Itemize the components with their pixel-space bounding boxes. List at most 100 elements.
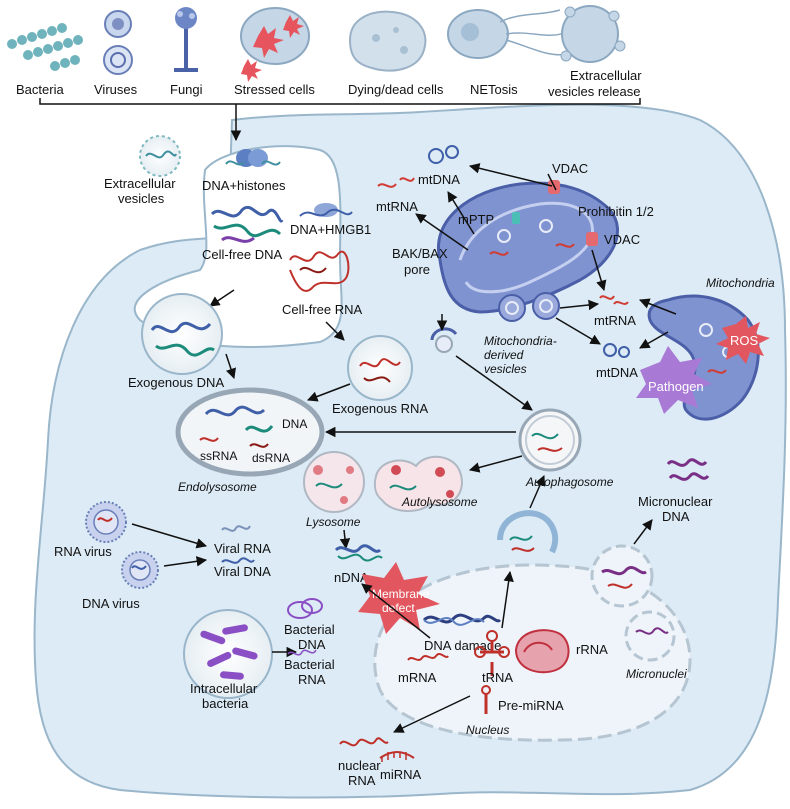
membrane-defect-l2: defect — [382, 601, 415, 615]
source-extracellular: Extracellular — [570, 68, 642, 83]
arrow-exo-dna-down — [225, 353, 236, 379]
micronuclei-label: Micronuclei — [626, 667, 687, 681]
mitochondrion-main — [437, 180, 620, 314]
mdv-label-l1: Mitochondria- — [484, 334, 557, 348]
micronuclear-dna-l1: Micronuclear — [638, 494, 713, 509]
ev-release-icon — [560, 5, 626, 63]
arrow-micronuclei-up — [633, 519, 653, 545]
mtdna-right-label: mtDNA — [596, 365, 638, 380]
autophagosome-label: Autophagosome — [525, 475, 614, 489]
source-bacteria: Bacteria — [16, 82, 64, 97]
dna-virus-icon — [121, 551, 159, 589]
fungi-icon — [174, 7, 198, 72]
lysosome-organelle — [303, 451, 365, 513]
ndna-icon — [334, 544, 383, 562]
arrow-vdac-top — [468, 163, 553, 187]
autophagosome-organelle — [518, 408, 582, 472]
cell-free-dna-label: Cell-free DNA — [202, 247, 283, 262]
arrow-vdac-to-mtdna — [547, 173, 557, 191]
pre-mirna-label: Pre-miRNA — [498, 698, 564, 713]
exogenous-dna-vesicle — [141, 293, 223, 375]
mtdna-top-label: mtDNA — [418, 172, 460, 187]
mirna-label: miRNA — [380, 767, 421, 782]
intracellular-bacteria-l1: Intracellular — [190, 681, 258, 696]
source-vesicles-release: vesicles release — [548, 84, 641, 99]
ros-burst — [716, 316, 770, 364]
viruses-icon — [103, 10, 133, 75]
vdac-top-label: VDAC — [552, 161, 588, 176]
arrow-pocket-to-exo-rna — [325, 321, 345, 341]
exogenous-rna-vesicle — [347, 335, 413, 401]
arrow-dna-damage-to-ndna — [361, 583, 431, 639]
cell-free-dna-icon — [210, 206, 284, 243]
exogenous-dna-label: Exogenous DNA — [128, 375, 224, 390]
pre-mirna-icon — [481, 685, 491, 714]
micronucleus-secondary — [624, 610, 676, 662]
mtdna-right-icon — [603, 343, 630, 358]
bacterial-rna-l1: Bacterial — [284, 657, 335, 672]
stressed-cells-icon — [240, 7, 310, 82]
intracellular-bacteria-vesicle — [183, 609, 273, 699]
intracellular-bacteria-l2: bacteria — [202, 696, 249, 711]
arrow-mdv-to-autophagosome — [455, 355, 533, 411]
viral-dna-icon — [221, 557, 255, 564]
endolysosome-dna: DNA — [282, 417, 307, 431]
arrow-autophagosome-to-autolysosome — [468, 455, 523, 473]
extracellular-vesicles-l1: Extracellular — [104, 176, 176, 191]
source-dying-cells: Dying/dead cells — [348, 82, 444, 97]
arrow-pocket-to-exo-dna — [209, 289, 235, 307]
endolysosome-label: Endolysosome — [178, 480, 257, 494]
autolysosome-organelle — [373, 455, 463, 512]
ros-label: ROS — [730, 333, 759, 348]
arrow-damaged-to-mtrna — [639, 298, 677, 315]
bacterial-dna-icon — [287, 598, 323, 619]
prohibitin-label: Prohibitin 1/2 — [578, 204, 654, 219]
micronuclear-dna-icon — [666, 458, 710, 481]
endolysosome-dsrna: dsRNA — [252, 451, 290, 465]
mtrna-right-label: mtRNA — [594, 313, 636, 328]
micronucleus-primary — [590, 544, 654, 608]
source-viruses: Viruses — [94, 82, 138, 97]
exogenous-rna-label: Exogenous RNA — [332, 401, 428, 416]
membrane-defect-burst — [358, 562, 440, 634]
extracellular-vesicle-icon — [139, 135, 181, 177]
vdac-bottom-label: VDAC — [604, 232, 640, 247]
dna-hmgb1-label: DNA+HMGB1 — [290, 222, 371, 237]
cell-free-rna-label: Cell-free RNA — [282, 302, 363, 317]
cell-free-rna-icon — [289, 250, 350, 292]
nuclear-rna-l1: nuclear — [338, 758, 381, 773]
mtrna-top-icon — [377, 177, 415, 188]
autolysosome-label: Autolysosome — [401, 495, 478, 509]
viral-dna-label: Viral DNA — [214, 564, 271, 579]
bacteria-icon — [7, 23, 83, 71]
trna-icon — [474, 630, 510, 676]
rrna-label: rRNA — [576, 642, 608, 657]
dna-virus-label: DNA virus — [82, 596, 140, 611]
arrow-to-mtdna-top — [447, 191, 475, 235]
phagophore-icon — [497, 510, 559, 554]
bacterial-dna-l2: DNA — [298, 637, 326, 652]
histone-icon — [225, 149, 281, 167]
arrow-mdv-to-mtrna-right — [559, 299, 600, 311]
rna-virus-label: RNA virus — [54, 544, 112, 559]
mtrna-top-label: mtRNA — [376, 199, 418, 214]
rna-virus-icon — [85, 501, 127, 543]
mtrna-right-icon — [599, 295, 629, 305]
mirna-icon — [379, 751, 415, 762]
extracellular-vesicles-l2: vesicles — [118, 191, 165, 206]
arrow-to-mtrna-top — [415, 213, 469, 251]
bacterial-dna-l1: Bacterial — [284, 622, 335, 637]
trna-label: tRNA — [482, 670, 513, 685]
ndna-label: nDNA — [334, 570, 369, 585]
rrna-icon — [514, 629, 570, 674]
hmgb1-icon — [299, 203, 353, 217]
mitochondria-label: Mitochondria — [706, 276, 775, 290]
dna-damage-helix — [422, 613, 502, 626]
endolysosome-organelle — [175, 387, 325, 477]
source-netosis: NETosis — [470, 82, 518, 97]
mdv-label-l2: derived — [484, 348, 524, 362]
mptp-label: mPTP — [458, 212, 494, 227]
dying-cells-icon — [348, 10, 427, 72]
